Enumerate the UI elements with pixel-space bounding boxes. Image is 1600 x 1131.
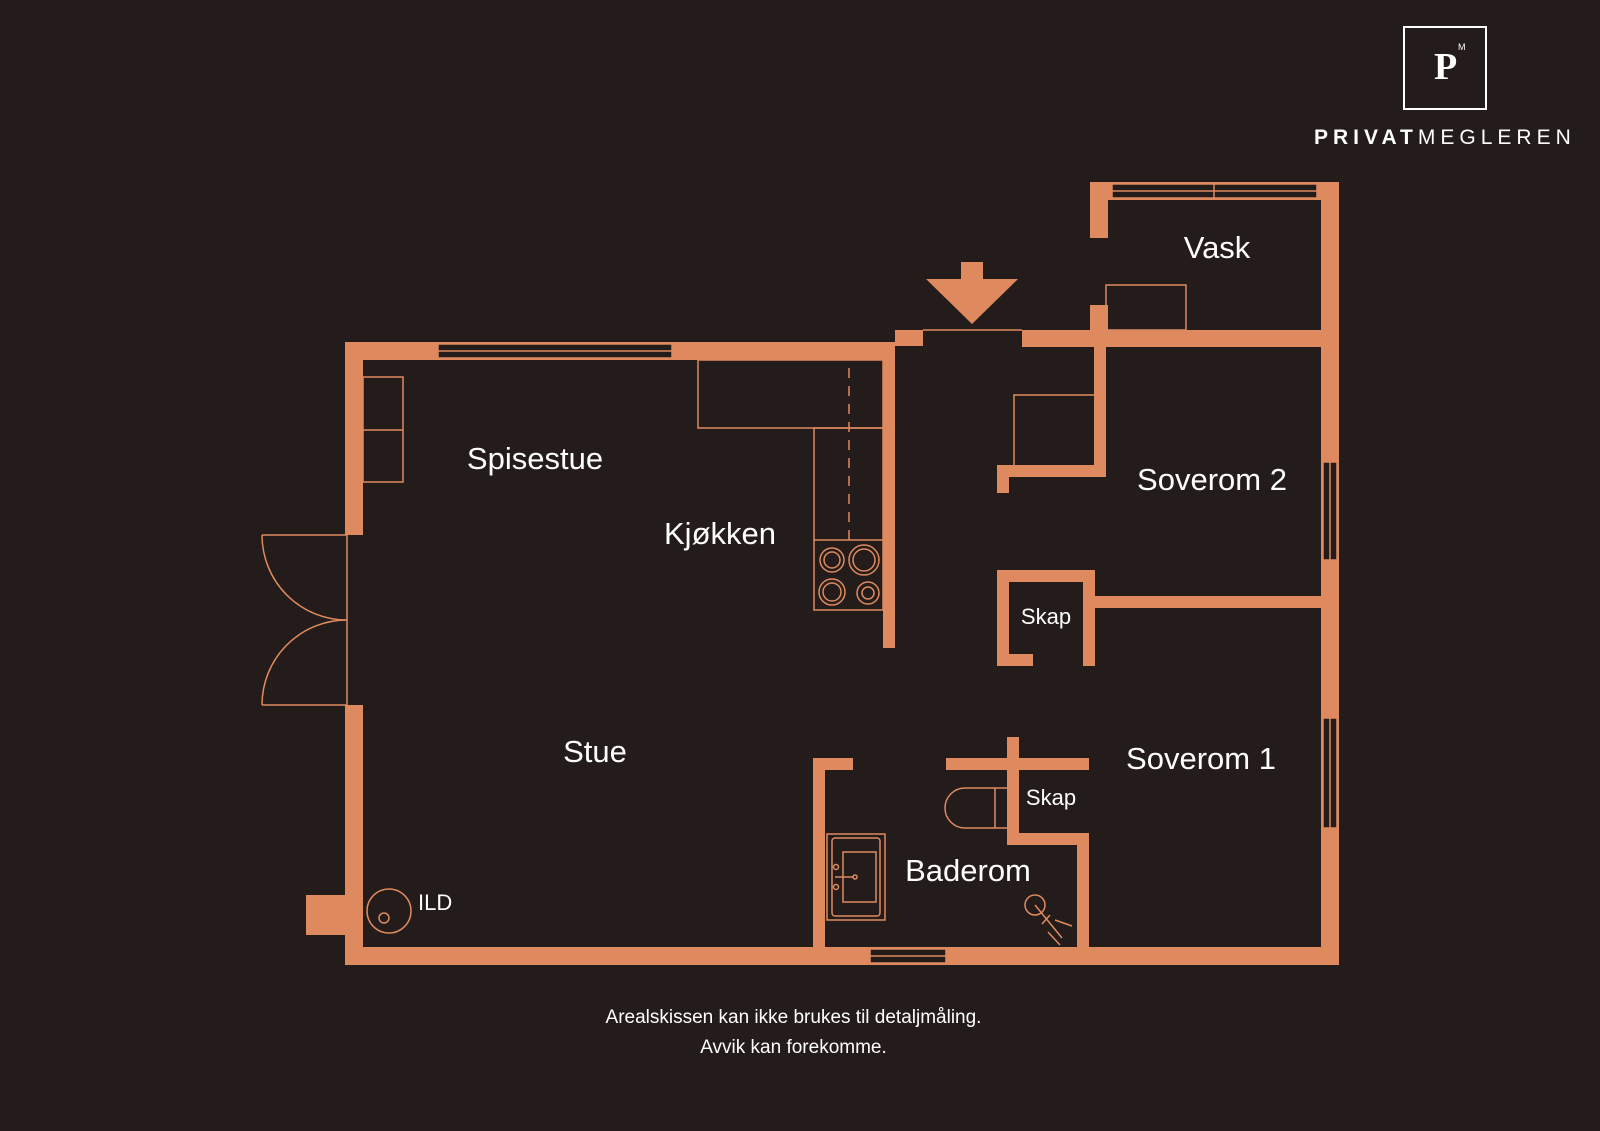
stove-icon	[818, 544, 880, 606]
entrance	[923, 262, 1022, 331]
disclaimer: Arealskissen kan ikke brukes til detaljm…	[0, 1003, 1587, 1063]
brand-name: PRIVATMEGLEREN	[1314, 126, 1579, 150]
room-label-ild: ILD	[418, 890, 452, 915]
room-label-soverom-1: Soverom 1	[1126, 741, 1276, 776]
patio-door	[261, 534, 348, 706]
room-label-soverom-2: Soverom 2	[1137, 462, 1287, 497]
room-label-skap-lower: Skap	[1026, 785, 1076, 810]
vask-cabinet	[1105, 284, 1187, 331]
windows	[437, 183, 1338, 964]
kitchen-upper-counter	[697, 359, 884, 429]
fireplace-icon	[366, 888, 412, 934]
room-label-baderom: Baderom	[905, 853, 1031, 888]
entrance-arrow-icon	[926, 262, 1018, 324]
room-labels: Vask Spisestue Kjøkken Soverom 2 Skap St…	[418, 230, 1287, 915]
room-label-spisestue: Spisestue	[467, 441, 603, 476]
room-label-skap-upper: Skap	[1021, 604, 1071, 629]
disclaimer-line-1: Arealskissen kan ikke brukes til detaljm…	[605, 1007, 982, 1028]
room-label-stue: Stue	[563, 734, 627, 769]
brand-name-bold: PRIVAT	[1314, 126, 1418, 149]
hall-cabinet	[1013, 394, 1094, 465]
logo-letter: P	[1434, 46, 1458, 88]
disclaimer-line-2: Avvik kan forekomme.	[700, 1037, 887, 1058]
shower-icon	[1024, 894, 1073, 946]
logo-superscript: M	[1458, 42, 1466, 52]
brand-name-regular: MEGLEREN	[1417, 126, 1576, 149]
logo-box	[1403, 26, 1487, 110]
room-label-kjokken: Kjøkken	[664, 516, 776, 551]
toilet-icon	[944, 787, 1007, 829]
interior-walls	[813, 346, 1323, 948]
sink-icon	[826, 833, 886, 921]
room-label-vask: Vask	[1184, 230, 1251, 265]
fixtures	[362, 284, 1187, 611]
